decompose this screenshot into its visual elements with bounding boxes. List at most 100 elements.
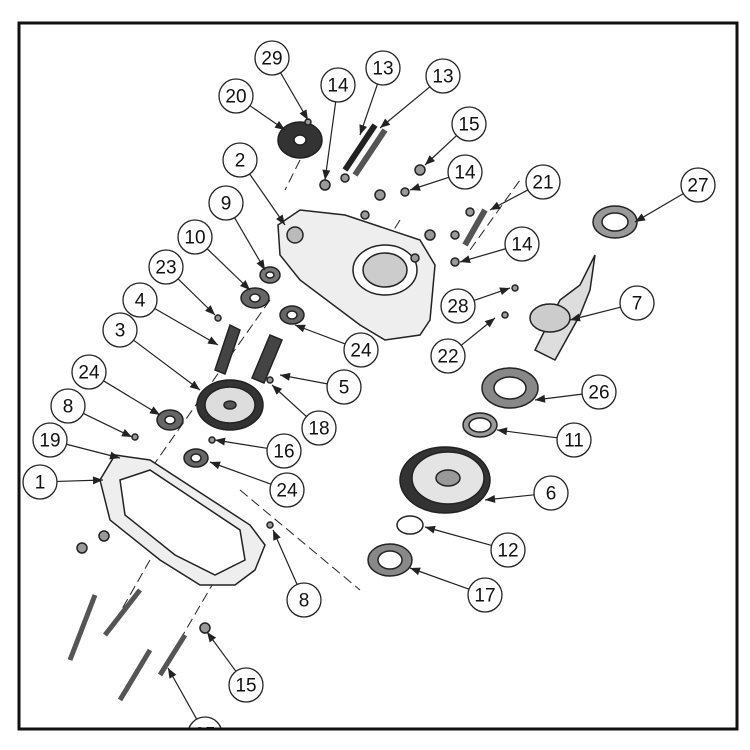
callout-number: 10: [184, 228, 205, 249]
callout-circle: [269, 472, 305, 508]
callout-circle: [188, 716, 222, 728]
leader-line: [249, 173, 286, 226]
callout-circle: [619, 285, 655, 321]
callout-circle: [122, 282, 158, 318]
callout-number: 14: [511, 235, 533, 256]
callout-number: 13: [432, 67, 453, 88]
arrowhead-icon: [189, 380, 200, 390]
callout-circle: [326, 369, 362, 405]
callout-number: 17: [474, 586, 495, 607]
callout-circle: [228, 667, 264, 703]
callout-24: 24: [294, 324, 379, 368]
callout-number: 19: [39, 431, 60, 452]
leader-line: [409, 567, 470, 590]
gear-20: [277, 121, 323, 159]
callout-circle: [32, 422, 68, 458]
leader-line: [154, 307, 219, 346]
arrowhead-icon: [149, 406, 160, 415]
callout-circle: [254, 40, 290, 76]
arrowhead-icon: [497, 427, 508, 436]
callout-circle: [102, 312, 138, 348]
bearing-24c: [183, 448, 209, 468]
leader-line: [496, 429, 558, 439]
arrowhead-icon: [205, 305, 215, 315]
bearing-26: [481, 367, 539, 409]
gear-3: [196, 379, 264, 431]
callout-8: 8: [272, 529, 322, 618]
arrowhead-icon: [485, 494, 496, 503]
callout-number: 3: [115, 321, 126, 342]
bearing-9: [259, 266, 281, 284]
callout-circle: [581, 374, 617, 410]
callout-circle: [556, 422, 592, 458]
callout-circle: [504, 226, 540, 262]
callout-18: 18: [271, 384, 337, 446]
callout-20: 20: [218, 78, 286, 131]
callout-number: 24: [350, 341, 372, 362]
callout-circle: [218, 78, 254, 114]
callout-24: 24: [209, 461, 305, 508]
callout-16: 16: [214, 433, 302, 469]
callout-number: 15: [458, 115, 479, 136]
arrowhead-icon: [276, 214, 285, 225]
arrowhead-icon: [425, 525, 436, 534]
callout-17: 17: [409, 567, 503, 613]
callout-circle: [425, 58, 461, 94]
callout-19: 19: [32, 422, 121, 460]
callout-circle: [447, 154, 483, 190]
seal-27: [592, 205, 638, 239]
callout-circle: [320, 67, 356, 103]
callout-number: 21: [532, 173, 553, 194]
callout-number: 22: [437, 347, 458, 368]
callout-number: 2: [235, 151, 246, 172]
callout-number: 9: [221, 194, 232, 215]
arrowhead-icon: [272, 385, 283, 395]
callout-circle: [680, 167, 716, 203]
bolts-25: [67, 588, 188, 702]
callout-circle: [22, 464, 58, 500]
arrowhead-icon: [168, 668, 177, 679]
arrowhead-icon: [410, 183, 421, 191]
callout-15: 15: [206, 631, 264, 703]
callout-14: 14: [320, 67, 356, 181]
callout-27: 27: [634, 167, 716, 223]
callout-circle: [222, 142, 258, 178]
arrowhead-icon: [359, 124, 368, 135]
bearing-24b: [156, 409, 184, 431]
lower-housing: [99, 454, 266, 586]
callout-number: 18: [308, 419, 329, 440]
diagram-frame: [17, 21, 739, 731]
arrowhead-icon: [280, 372, 291, 381]
callout-26: 26: [534, 374, 617, 410]
callout-number: 14: [327, 76, 349, 97]
callout-circle: [266, 433, 302, 469]
shaft-4: [214, 323, 241, 375]
callout-number: 11: [564, 431, 584, 452]
arrowhead-icon: [109, 451, 120, 460]
bearing-17: [367, 543, 413, 577]
bolt-21: [462, 208, 488, 247]
callout-23: 23: [148, 249, 216, 316]
arrowhead-icon: [215, 437, 226, 446]
callout-number: 26: [588, 383, 609, 404]
callout-number: 5: [339, 378, 350, 399]
arrowhead-icon: [256, 259, 265, 270]
arrowhead-icon: [121, 429, 132, 437]
ring-11: [462, 412, 498, 438]
shaft-7: [529, 254, 596, 361]
arrowhead-icon: [273, 530, 281, 541]
arrowhead-icon: [410, 567, 421, 576]
callout-circle: [301, 410, 337, 446]
callout-number: 15: [235, 676, 256, 697]
callout-14: 14: [409, 154, 483, 191]
gear-6: [399, 446, 491, 514]
bearing-24a: [279, 305, 305, 325]
arrowhead-icon: [274, 121, 285, 130]
leader-line: [209, 461, 272, 485]
callout-number: 13: [372, 59, 393, 80]
callout-circle: [365, 50, 401, 86]
callout-circle: [71, 354, 107, 390]
upper-housing: [277, 209, 436, 341]
arrowhead-icon: [207, 336, 218, 345]
callout-13: 13: [359, 50, 401, 136]
